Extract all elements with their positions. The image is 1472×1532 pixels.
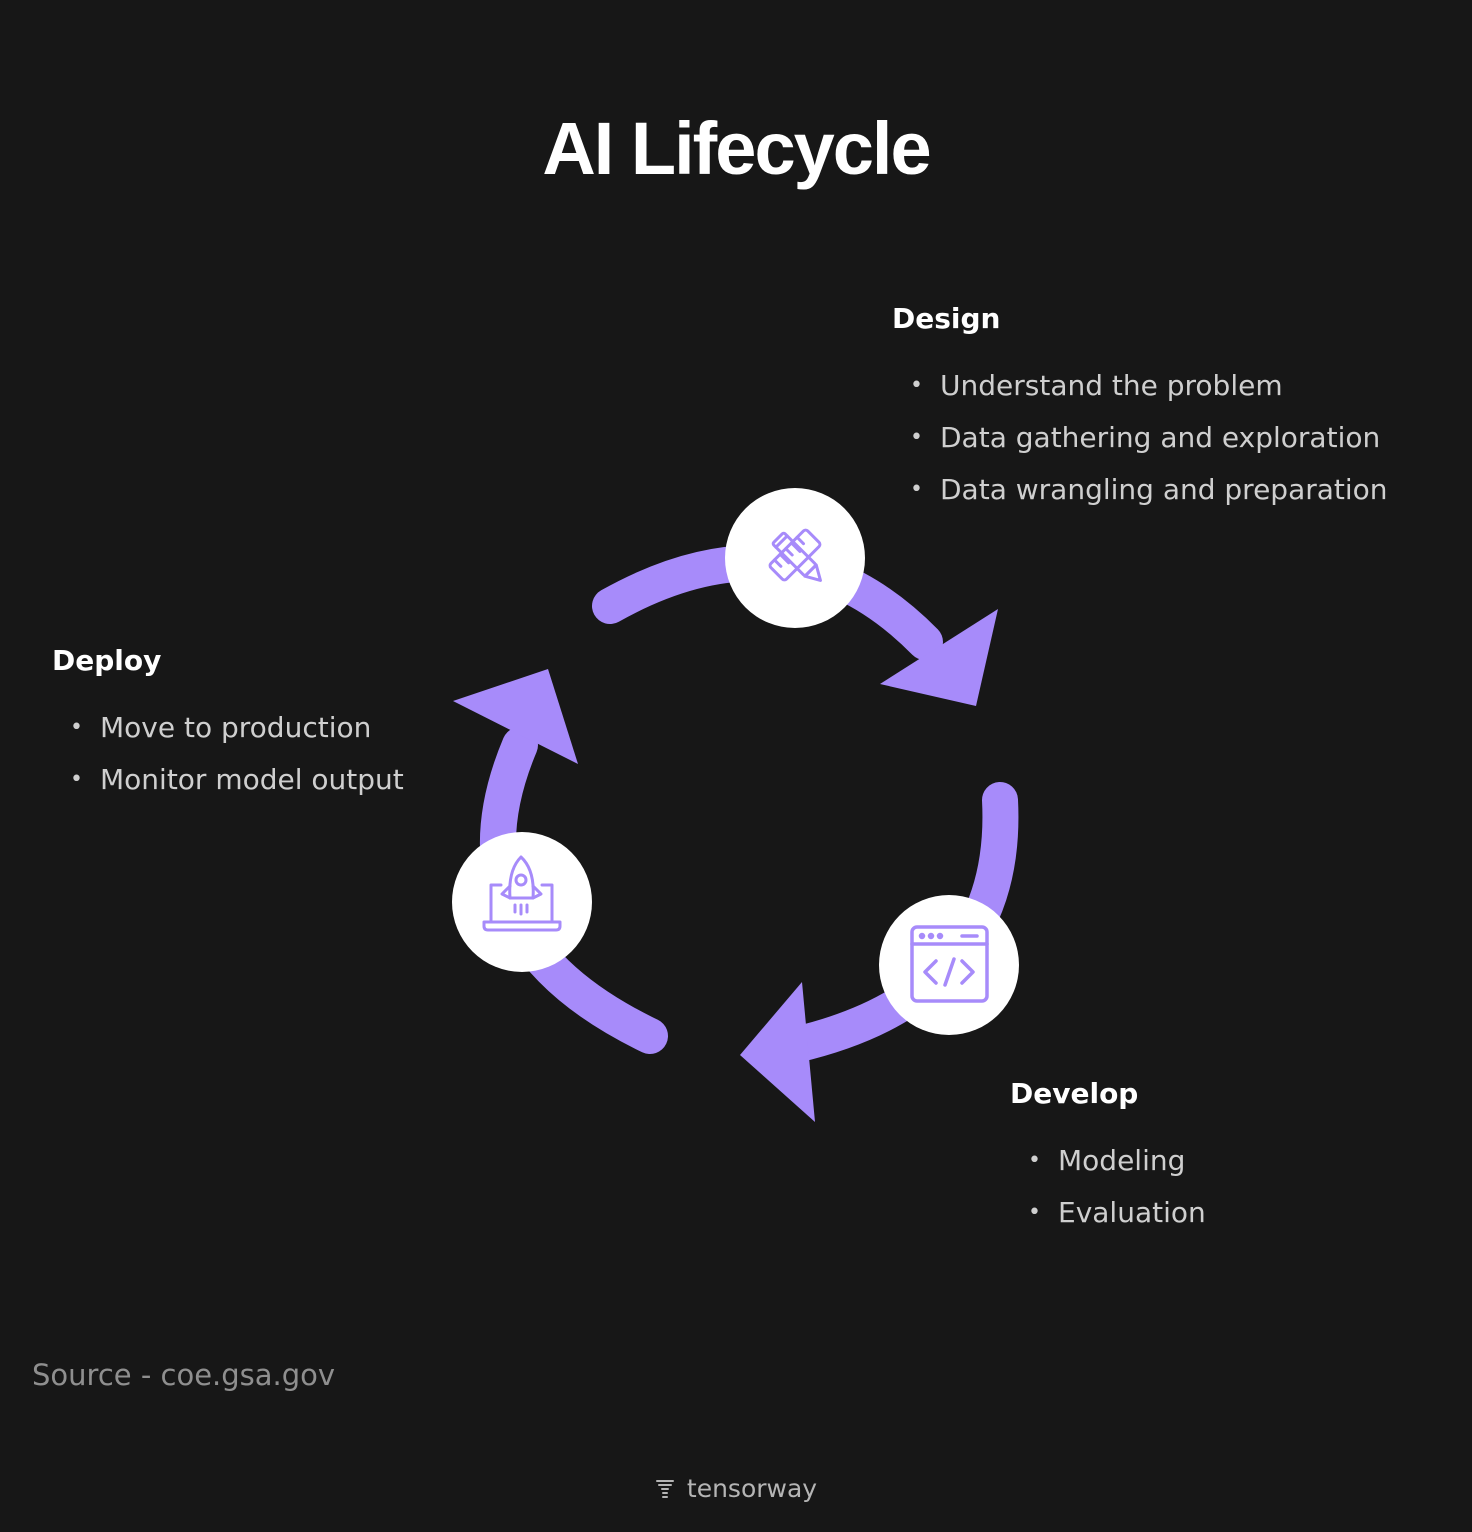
brand-footer: tensorway: [0, 1474, 1472, 1503]
source-note: Source - coe.gsa.gov: [32, 1358, 336, 1392]
tensorway-logo-icon: [655, 1480, 674, 1498]
list-item: Evaluation: [1010, 1187, 1206, 1239]
design-tools-icon: [768, 528, 822, 582]
arrowhead-develop: [740, 982, 815, 1122]
design-node: [725, 488, 865, 628]
arrowhead-design: [880, 609, 998, 706]
stage-deploy-list: Move to production Monitor model output: [52, 702, 404, 806]
list-item: Data wrangling and preparation: [892, 464, 1388, 516]
stage-deploy: Deploy Move to production Monitor model …: [52, 644, 404, 806]
stage-deploy-title: Deploy: [52, 644, 162, 677]
rocket-laptop-icon: [482, 855, 562, 932]
arrow-heads: [453, 609, 998, 1122]
code-window-icon: [910, 925, 989, 1003]
arrowhead-deploy: [453, 669, 578, 764]
list-item: Move to production: [52, 702, 404, 754]
deploy-node: [452, 832, 592, 972]
page-title: AI Lifecycle: [542, 107, 931, 190]
stage-develop-list: Modeling Evaluation: [1010, 1135, 1206, 1239]
list-item: Data gathering and exploration: [892, 412, 1388, 464]
stage-design-list: Understand the problem Data gathering an…: [892, 360, 1388, 516]
brand-name: tensorway: [686, 1474, 818, 1503]
stage-design-title: Design: [892, 302, 1001, 335]
stage-develop: Develop Modeling Evaluation: [1010, 1077, 1206, 1239]
list-item: Understand the problem: [892, 360, 1388, 412]
develop-node: [879, 895, 1019, 1035]
stage-design: Design Understand the problem Data gathe…: [892, 302, 1388, 516]
list-item: Modeling: [1010, 1135, 1206, 1187]
list-item: Monitor model output: [52, 754, 404, 806]
stage-develop-title: Develop: [1010, 1077, 1139, 1110]
